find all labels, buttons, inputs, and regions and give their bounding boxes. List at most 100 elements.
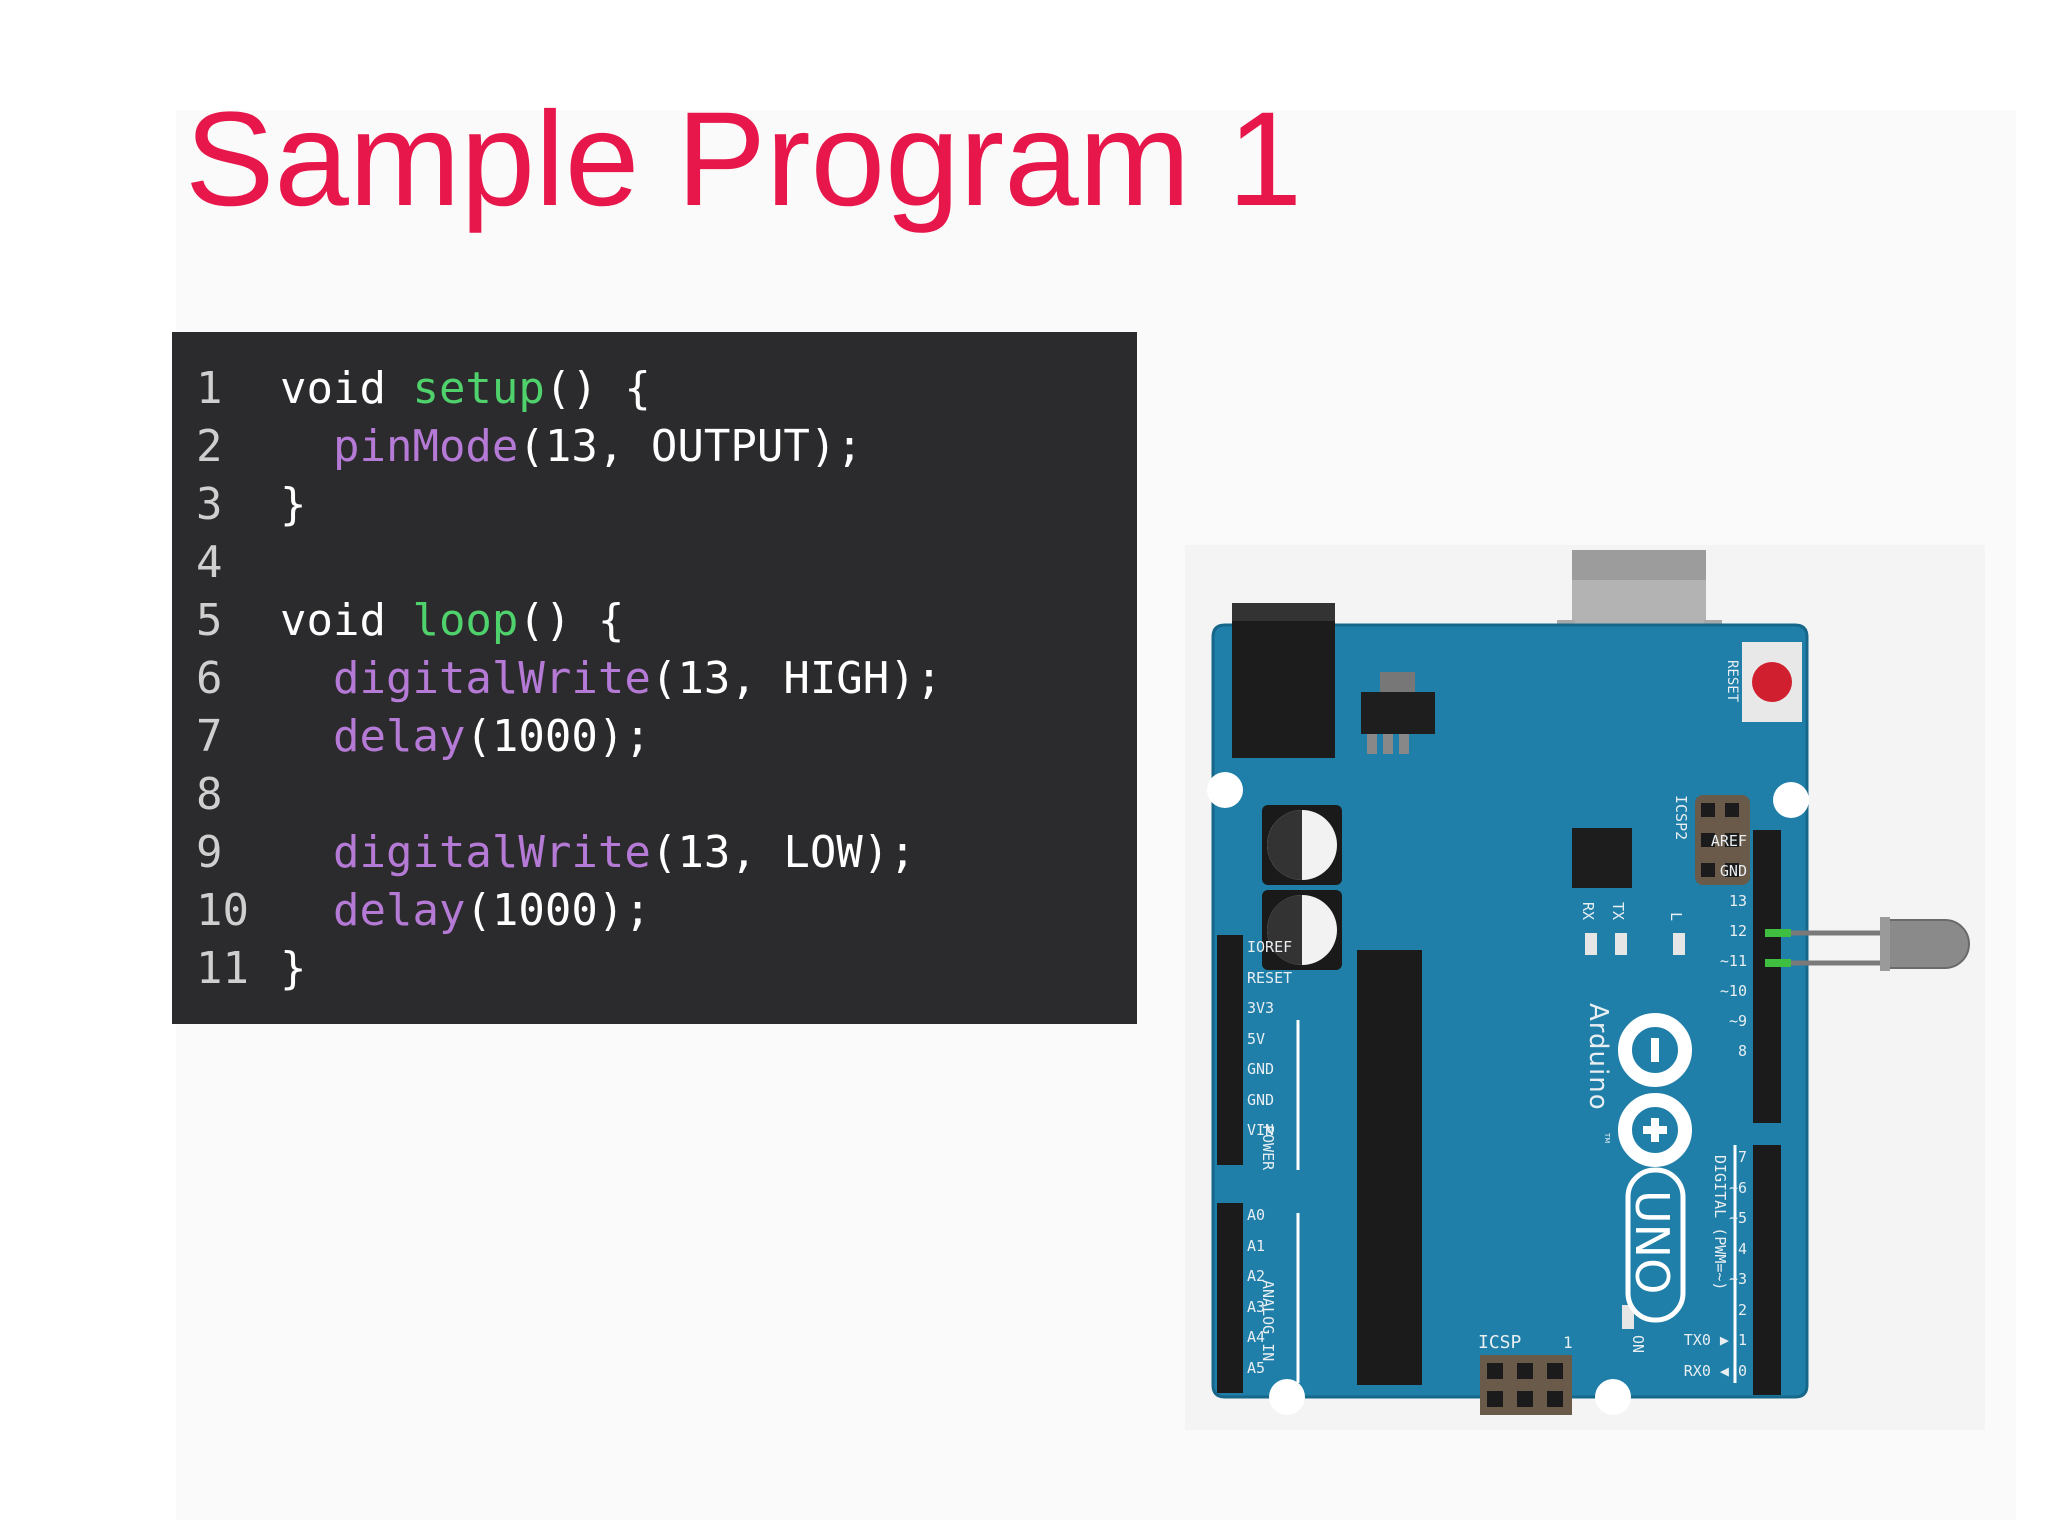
line-number: 3 bbox=[196, 479, 223, 530]
code-function-name: digitalWrite bbox=[332, 653, 651, 704]
code-text: pinMode(13, OUTPUT); bbox=[280, 418, 863, 476]
digital-pin-label: ~10 bbox=[1719, 982, 1747, 1000]
digital-pin-label: GND bbox=[1719, 862, 1747, 880]
analog-in-label: ANALOG IN bbox=[1259, 1280, 1277, 1362]
analog-pin-label: A0 bbox=[1247, 1206, 1266, 1224]
digital-pin-label: 2 bbox=[1737, 1300, 1747, 1319]
digital-pin-label: ~3 bbox=[1728, 1270, 1747, 1288]
code-text: } bbox=[280, 940, 307, 998]
digital-pin-label: ~6 bbox=[1728, 1178, 1747, 1197]
digital-pin-label: 7 bbox=[1737, 1148, 1747, 1166]
code-text: digitalWrite(13, LOW); bbox=[280, 824, 916, 882]
code-token bbox=[280, 885, 333, 936]
analog-pin-label: A5 bbox=[1247, 1358, 1266, 1377]
code-token: (13, OUTPUT); bbox=[518, 421, 863, 472]
analog-pin-label: A4 bbox=[1247, 1328, 1266, 1346]
line-number: 8 bbox=[196, 769, 223, 820]
led-component bbox=[1765, 917, 1970, 971]
arduino-brand-text: Arduino bbox=[1583, 1003, 1613, 1111]
code-function-name: delay bbox=[332, 711, 466, 762]
rx-label: RX bbox=[1579, 902, 1597, 921]
mounting-hole bbox=[1269, 1379, 1305, 1415]
line-number: 1 bbox=[196, 363, 223, 414]
code-text: delay(1000); bbox=[280, 708, 651, 766]
analog-pin-label: A2 bbox=[1247, 1267, 1266, 1285]
power-pin-label: RESET bbox=[1247, 968, 1293, 987]
code-text: delay(1000); bbox=[280, 882, 651, 940]
reset-button bbox=[1752, 662, 1792, 702]
code-token: (1000); bbox=[465, 711, 651, 762]
mounting-hole bbox=[1595, 1379, 1631, 1415]
power-header bbox=[1217, 935, 1243, 1165]
l-label: L bbox=[1667, 912, 1685, 922]
code-token bbox=[280, 653, 333, 704]
digital-pin-label: ~9 bbox=[1728, 1012, 1747, 1030]
code-token: () { bbox=[518, 595, 625, 646]
code-text: void loop() { bbox=[280, 592, 624, 650]
icsp-pin-one-label: 1 bbox=[1563, 1333, 1573, 1352]
code-function-name: pinMode bbox=[332, 421, 519, 472]
mounting-hole bbox=[1773, 782, 1809, 818]
code-token: (13, HIGH); bbox=[650, 653, 943, 704]
arduino-logo bbox=[1618, 1013, 1692, 1167]
digital-pin-label: 8 bbox=[1737, 1042, 1747, 1060]
line-number: 6 bbox=[196, 653, 223, 704]
code-token: () { bbox=[544, 363, 651, 414]
power-jack bbox=[1232, 603, 1335, 758]
code-token: } bbox=[280, 479, 307, 530]
code-text: } bbox=[280, 476, 307, 534]
on-label: ON bbox=[1629, 1335, 1647, 1354]
line-number: 9 bbox=[196, 827, 223, 878]
code-token bbox=[280, 711, 333, 762]
digital-pin-label: ~5 bbox=[1728, 1209, 1747, 1227]
code-token: void bbox=[280, 363, 413, 414]
power-pin-label: IOREF bbox=[1247, 938, 1293, 956]
line-number: 5 bbox=[196, 595, 223, 646]
uno-model-text: UNO bbox=[1625, 1190, 1679, 1295]
mounting-hole bbox=[1207, 772, 1243, 808]
digital-pin-label: TX0 ▶ 1 bbox=[1683, 1331, 1747, 1349]
digital-pin-label: 13 bbox=[1728, 892, 1747, 910]
line-number: 7 bbox=[196, 711, 223, 762]
analog-header bbox=[1217, 1203, 1243, 1393]
tx-label: TX bbox=[1609, 902, 1627, 921]
code-token: } bbox=[280, 943, 307, 994]
digital-pin-label: RX0 ◀ 0 bbox=[1683, 1361, 1747, 1380]
digital-header-bottom bbox=[1753, 1145, 1781, 1395]
usb-chip bbox=[1572, 828, 1632, 888]
code-function-name: digitalWrite bbox=[332, 827, 651, 878]
uno-badge bbox=[1625, 1167, 1686, 1323]
icsp2-label: ICSP2 bbox=[1672, 795, 1690, 841]
digital-label: DIGITAL (PWM=~) bbox=[1711, 1155, 1729, 1291]
line-number: 10 bbox=[196, 885, 249, 936]
digital-pin-label: 4 bbox=[1737, 1239, 1747, 1258]
code-token: void bbox=[280, 595, 413, 646]
code-token: (13, LOW); bbox=[650, 827, 916, 878]
power-pin-label: 3V3 bbox=[1247, 999, 1275, 1017]
slide-title: Sample Program 1 bbox=[185, 85, 1303, 234]
analog-pin-label: A1 bbox=[1247, 1236, 1266, 1255]
code-text: void setup() { bbox=[280, 360, 651, 418]
code-token bbox=[280, 827, 333, 878]
line-number: 4 bbox=[196, 537, 223, 588]
code-function-name: delay bbox=[332, 885, 466, 936]
power-pin-label: 5V bbox=[1247, 1029, 1266, 1048]
power-label: POWER bbox=[1259, 1125, 1277, 1171]
digital-header-top bbox=[1753, 830, 1781, 1123]
power-pin-label: VIN bbox=[1247, 1121, 1275, 1139]
power-pin-label: GND bbox=[1247, 1060, 1275, 1078]
digital-pin-label: ~11 bbox=[1719, 952, 1747, 970]
code-text: digitalWrite(13, HIGH); bbox=[280, 650, 942, 708]
code-token: (1000); bbox=[465, 885, 651, 936]
code-token bbox=[280, 421, 333, 472]
analog-pin-label: A3 bbox=[1247, 1297, 1266, 1316]
reset-label: RESET bbox=[1724, 660, 1740, 703]
arduino-board-svg bbox=[1207, 550, 1970, 1415]
digital-pin-label: 12 bbox=[1728, 922, 1747, 940]
microcontroller-chip bbox=[1357, 950, 1422, 1385]
power-pin-label: GND bbox=[1247, 1090, 1275, 1109]
digital-pin-label: AREF bbox=[1710, 832, 1747, 850]
icsp-label: ICSP bbox=[1478, 1332, 1522, 1353]
